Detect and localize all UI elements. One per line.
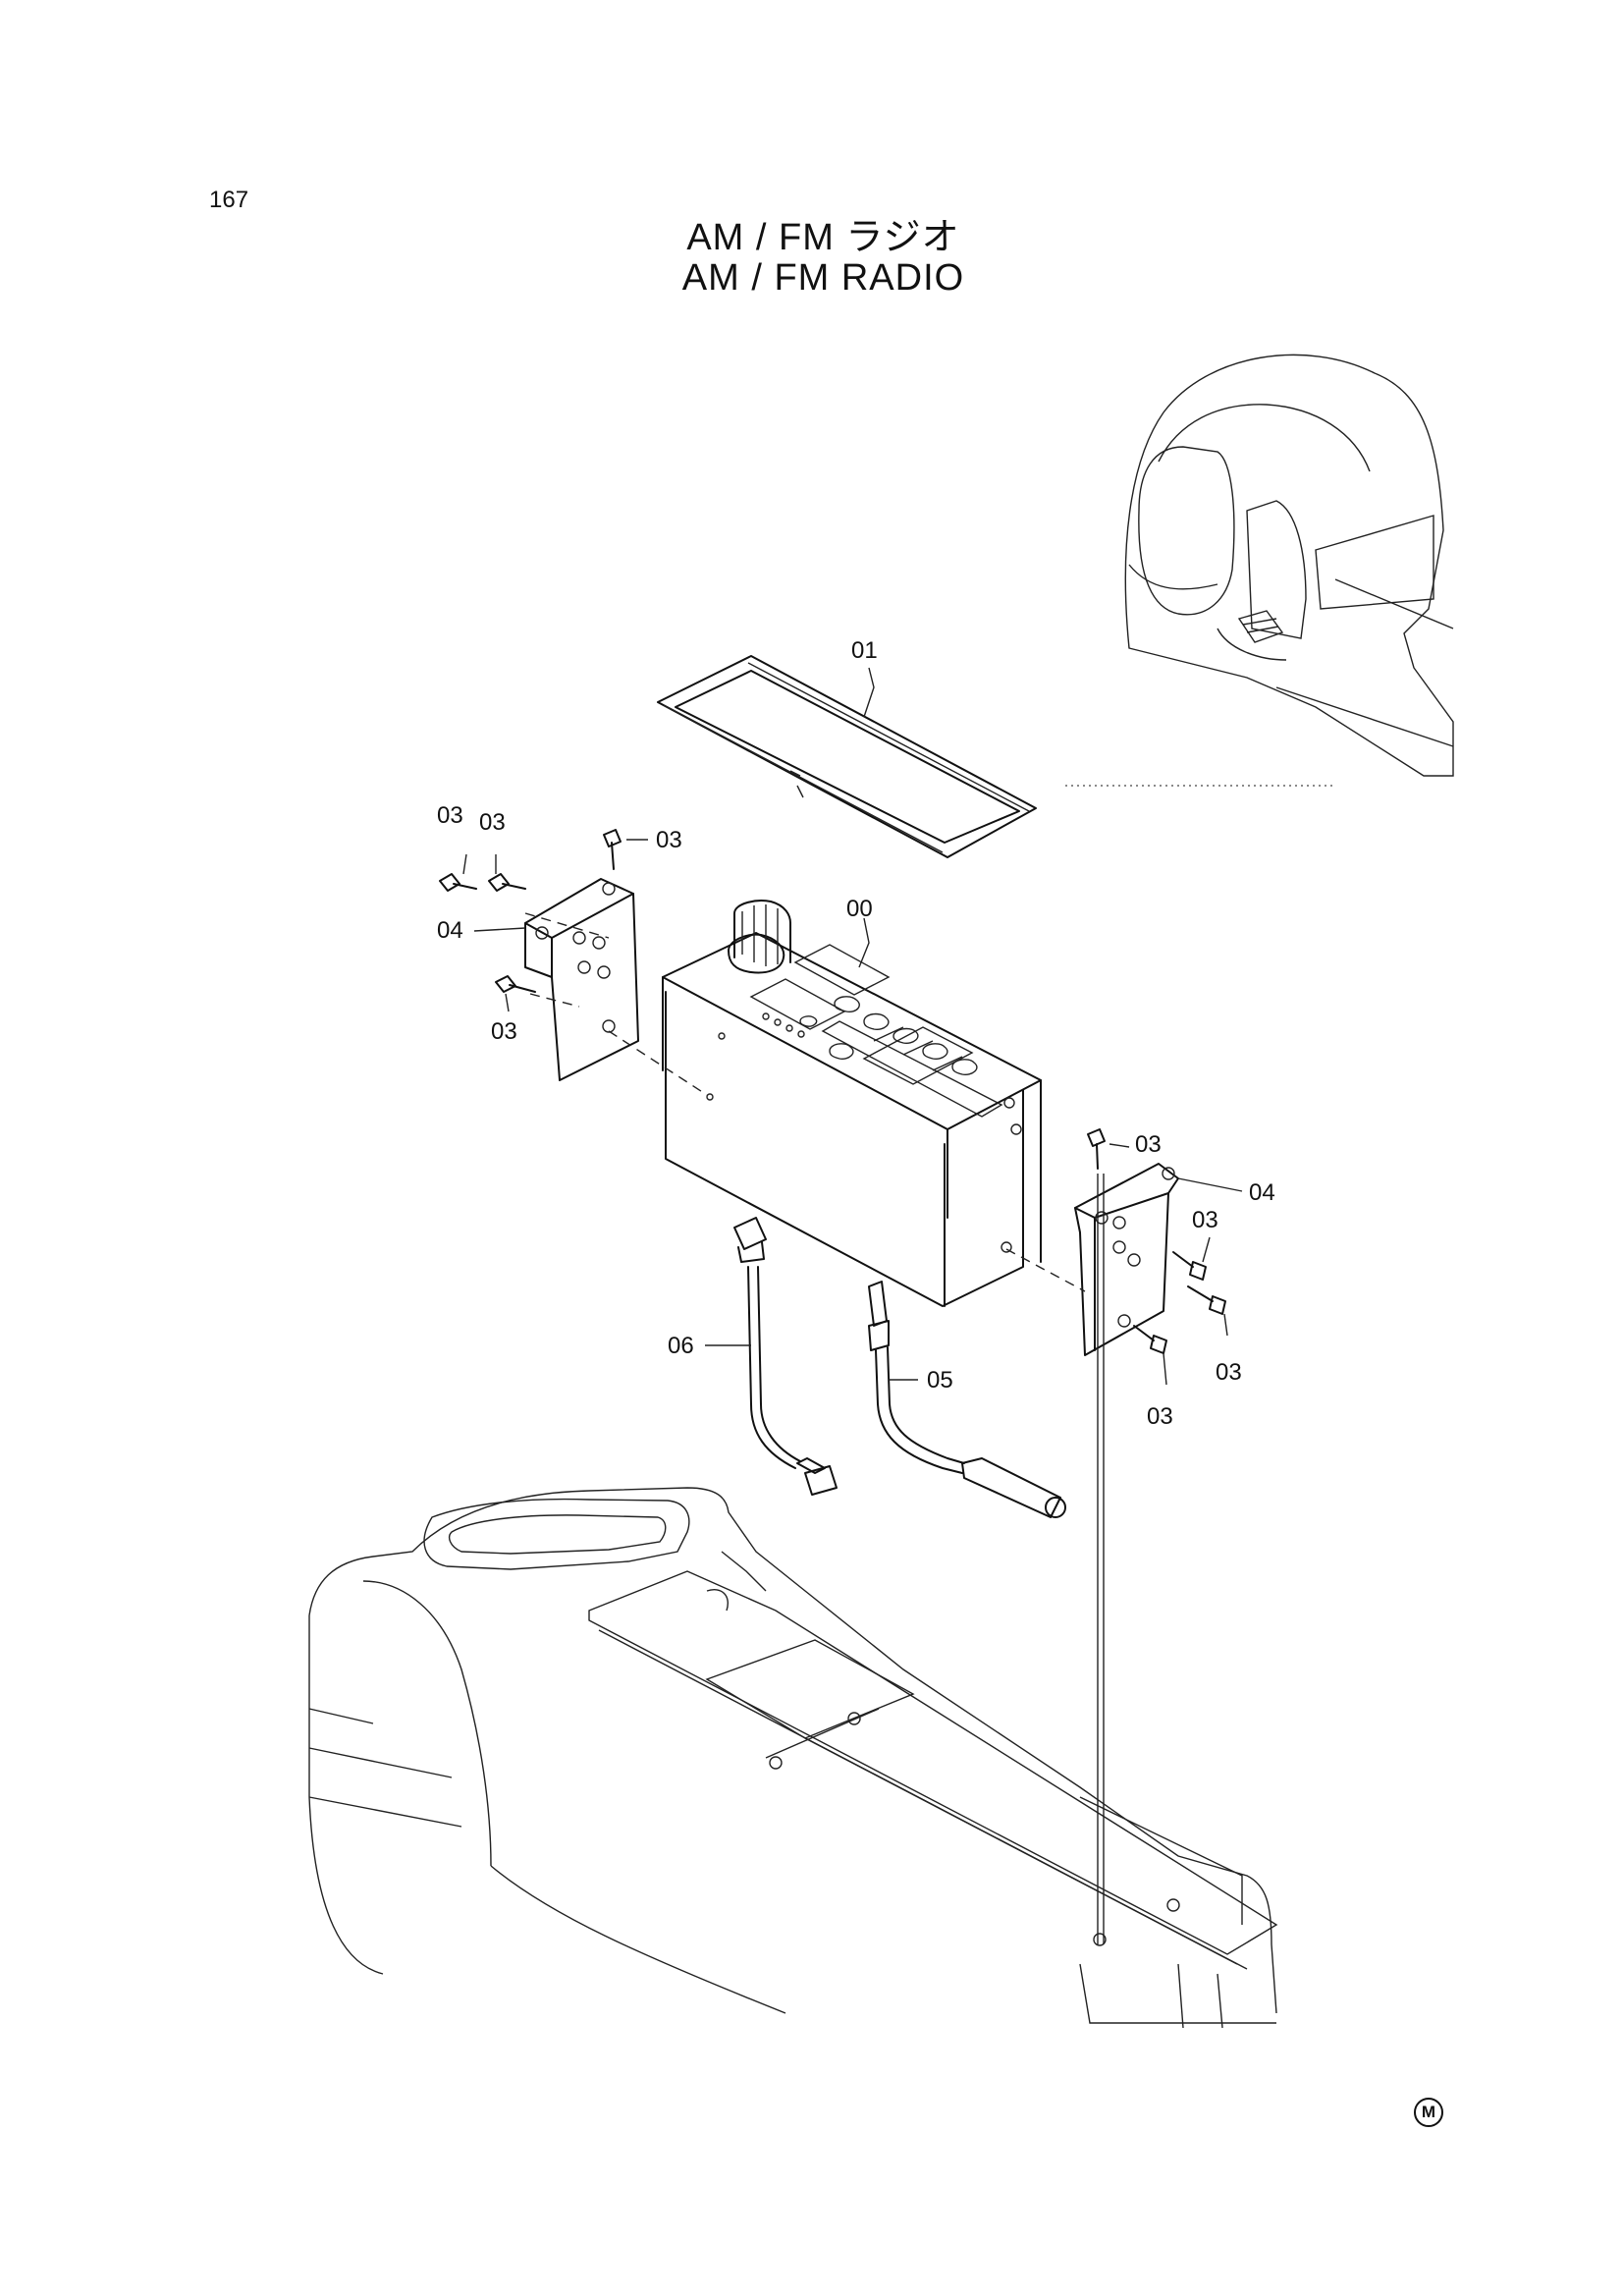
leader-lines [462, 667, 1243, 1386]
callout-bolt-1: 03 [437, 802, 463, 829]
callout-bolt-7: 03 [1216, 1359, 1242, 1386]
right-bracket-04 [1074, 1163, 1179, 1356]
page-number: 167 [209, 187, 249, 213]
left-bracket-04 [524, 878, 639, 1081]
callout-bracket-right: 04 [1249, 1179, 1275, 1206]
bolt-left-2 [488, 873, 526, 892]
bolt-top-left [603, 829, 622, 870]
cab-inset [1124, 354, 1454, 777]
callout-gasket: 01 [851, 637, 878, 664]
callout-harness: 06 [668, 1333, 694, 1359]
assembly-line [608, 1030, 708, 1096]
bolt-left-3 [495, 975, 536, 993]
assembly-line [1005, 1248, 1086, 1292]
callout-bolt-3: 03 [656, 827, 682, 853]
manufacturer-mark: M [1414, 2098, 1443, 2127]
bolts-03 [439, 829, 1226, 1354]
bolt-left-1 [439, 873, 477, 892]
assembly-line [524, 912, 610, 939]
callout-bolt-4: 03 [491, 1018, 517, 1045]
bolt-top-right [1087, 1128, 1106, 1170]
bolt-right-3 [1133, 1325, 1167, 1354]
callout-bolt-5: 03 [1135, 1131, 1162, 1158]
callout-bolt-2: 03 [479, 809, 506, 836]
callout-bracket-left: 04 [437, 917, 463, 944]
title-english: AM / FM RADIO [681, 257, 965, 299]
callout-bolt-8: 03 [1147, 1403, 1173, 1430]
radio-unit-00 [662, 900, 1042, 1307]
callout-radio: 00 [846, 896, 873, 922]
callout-antenna-cable: 05 [927, 1367, 953, 1394]
callout-bolt-6: 03 [1192, 1207, 1218, 1233]
antenna-cable-05 [868, 1281, 1066, 1518]
bolt-right-2 [1187, 1285, 1226, 1315]
harness-06 [733, 1217, 838, 1496]
bolt-right-1 [1172, 1251, 1207, 1281]
gasket-01 [657, 655, 1037, 858]
operator-console [308, 1487, 1278, 2029]
assembly-line [529, 993, 580, 1008]
title-japanese: AM / FM ラジオ [686, 217, 960, 258]
